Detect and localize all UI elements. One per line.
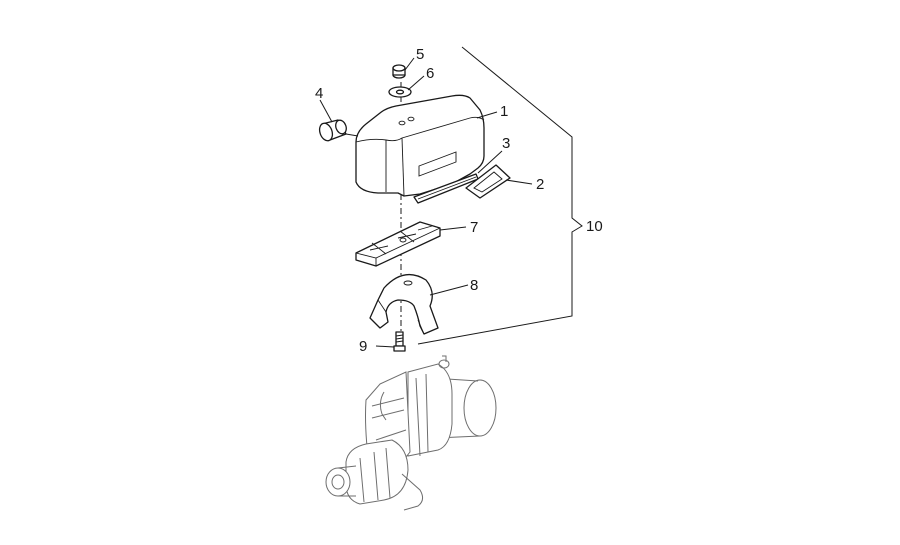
callout-4: 4 — [315, 85, 323, 102]
leader-5 — [404, 57, 415, 71]
part-9-bolt — [393, 331, 406, 352]
callout-10: 10 — [586, 218, 603, 235]
leader-9 — [375, 345, 395, 348]
callout-3: 3 — [502, 135, 510, 152]
leader-10-bracket — [417, 46, 583, 345]
part-8-clamp — [369, 273, 439, 335]
callout-9: 9 — [359, 338, 367, 355]
leader-7 — [439, 226, 467, 231]
part-4-rubber-cap — [318, 119, 347, 142]
leader-3 — [477, 150, 503, 174]
leader-2 — [505, 179, 533, 185]
callout-1: 1 — [500, 103, 508, 120]
part-6-washer — [388, 86, 412, 98]
part-2-plate — [465, 164, 511, 199]
callout-7: 7 — [470, 219, 478, 236]
part-5-nut — [392, 64, 406, 79]
callout-6: 6 — [426, 65, 434, 82]
leader-8 — [429, 284, 469, 296]
leader-6 — [407, 75, 425, 91]
callout-5: 5 — [416, 46, 424, 63]
part-7-mounting-pad — [355, 221, 441, 267]
starter-motor — [325, 355, 497, 511]
callout-2: 2 — [536, 176, 544, 193]
callout-8: 8 — [470, 277, 478, 294]
leader-1 — [476, 111, 498, 119]
leader-4 — [319, 99, 333, 123]
